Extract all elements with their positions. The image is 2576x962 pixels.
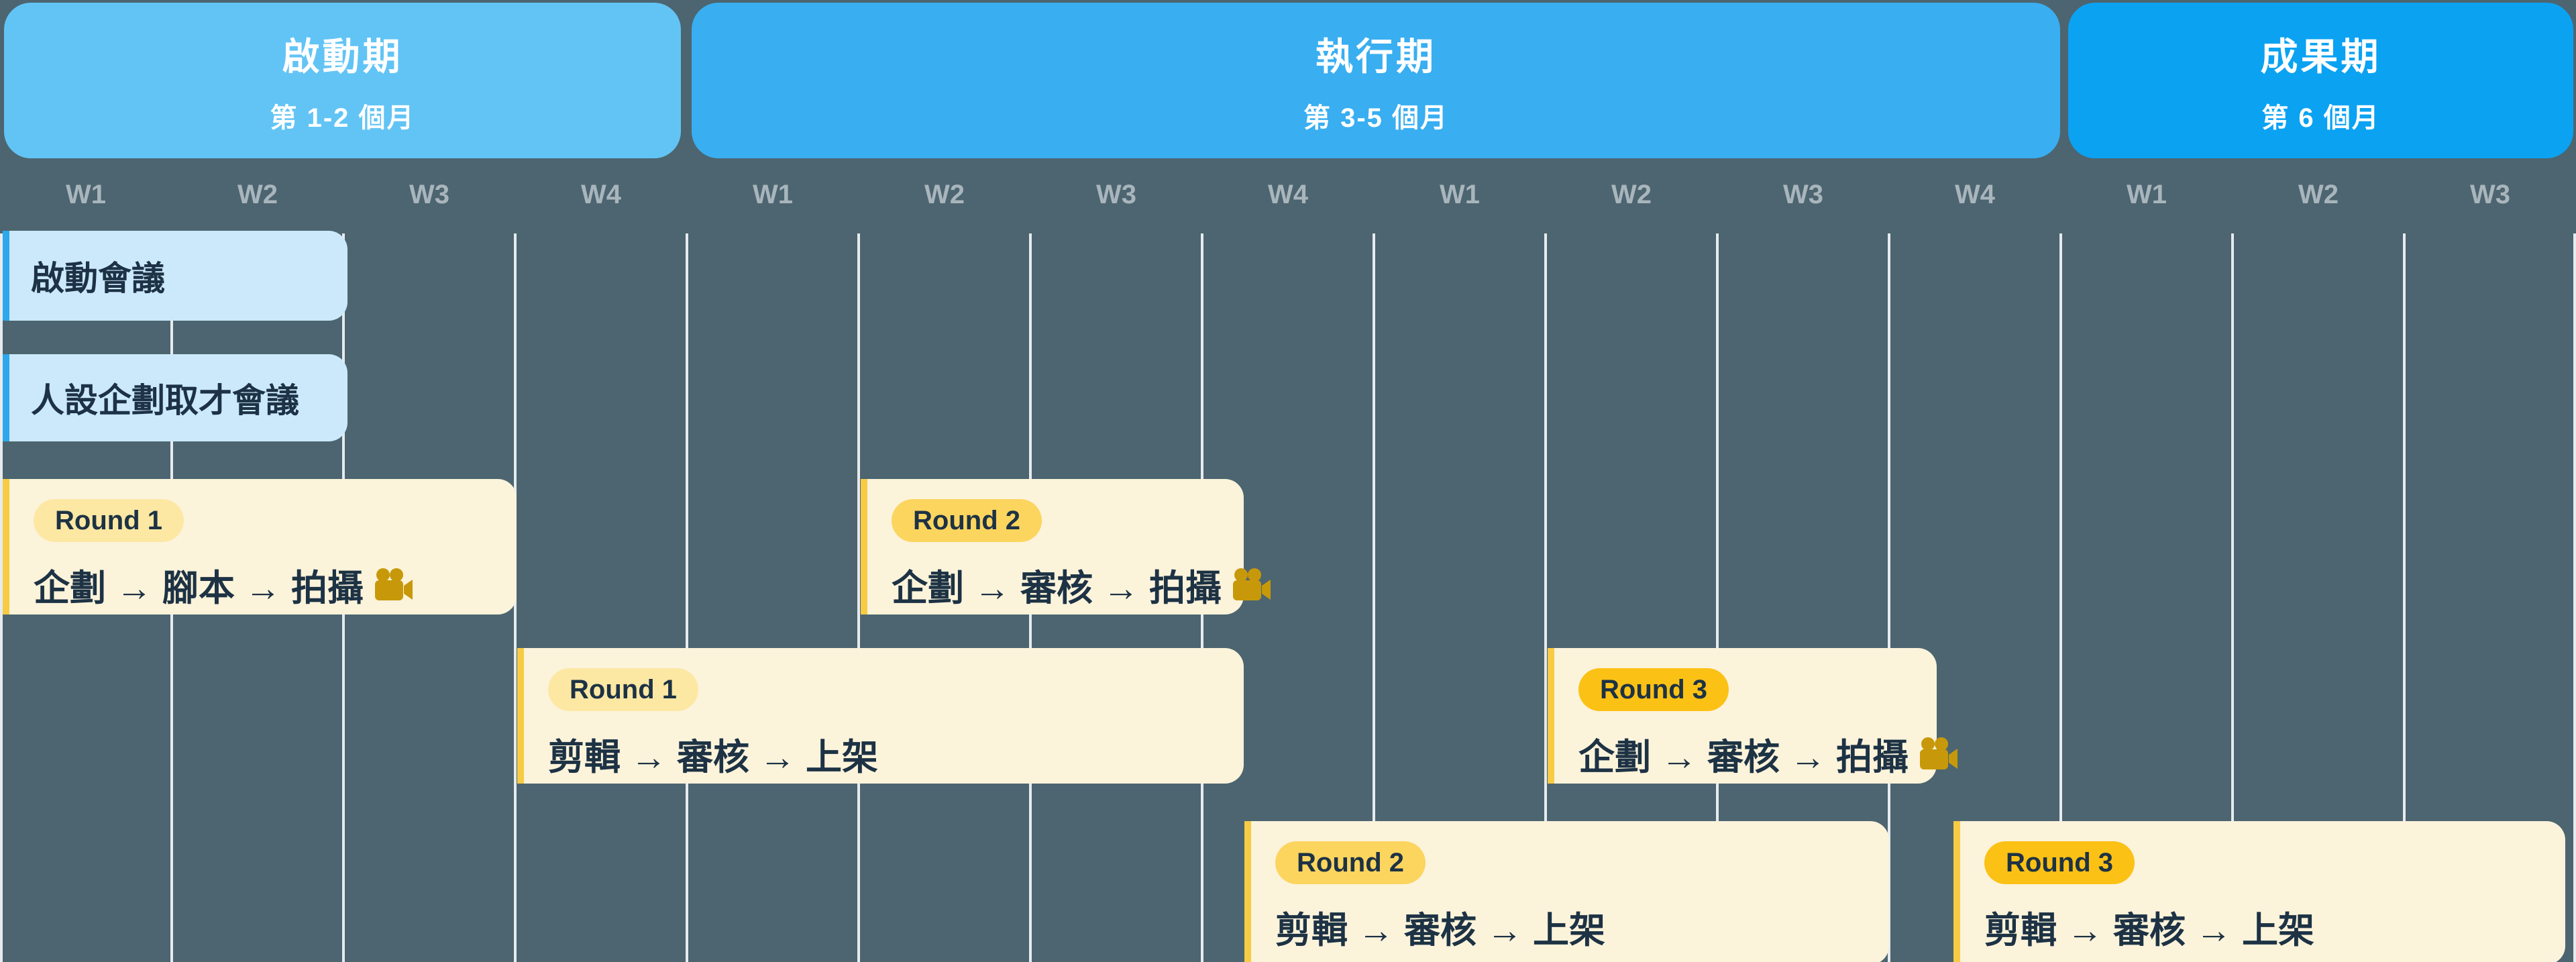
week-label: W1	[66, 180, 106, 209]
round-badge: Round 3	[1984, 841, 2135, 884]
gridline	[2231, 233, 2234, 962]
phase-header-2: 執行期第 3-5 個月	[692, 3, 2060, 158]
phase-header-3: 成果期第 6 個月	[2068, 3, 2573, 158]
task-bar: Round 3 企劃 → 審核 → 拍攝	[1548, 648, 1958, 784]
week-label: W4	[1268, 180, 1308, 209]
phase-title: 啟動期	[282, 35, 403, 78]
task-label: 企劃 → 審核 → 拍攝	[1578, 737, 1909, 778]
task-bar: Round 2 剪輯 → 審核 → 上架	[1244, 821, 1889, 962]
week-label: W2	[1611, 180, 1652, 209]
meeting-label: 啟動會議	[31, 260, 165, 297]
week-label: W2	[237, 180, 278, 209]
round-badge: Round 1	[34, 499, 184, 542]
movie-camera-icon	[1232, 568, 1271, 602]
gridline	[0, 233, 3, 962]
week-label: W2	[924, 180, 965, 209]
round-badge: Round 2	[892, 499, 1042, 542]
task-bar: Round 1 剪輯 → 審核 → 上架	[517, 648, 1244, 784]
task-bar: Round 1 企劃 → 腳本 → 拍攝	[3, 479, 517, 614]
phase-header-1: 啟動期第 1-2 個月	[4, 3, 681, 158]
week-label: W4	[1955, 180, 1995, 209]
task-label: 剪輯 → 審核 → 上架	[548, 737, 879, 778]
gridline	[1373, 233, 1375, 962]
movie-camera-icon	[1919, 737, 1958, 771]
task-bar: Round 2 企劃 → 審核 → 拍攝	[861, 479, 1271, 614]
week-label: W2	[2298, 180, 2339, 209]
movie-camera-icon	[374, 568, 413, 602]
week-label: W3	[2470, 180, 2510, 209]
phase-months: 第 1-2 個月	[270, 103, 415, 133]
week-label: W3	[1096, 180, 1136, 209]
week-label: W4	[581, 180, 621, 209]
week-label: W1	[2127, 180, 2167, 209]
meeting-bar: 啟動會議	[3, 231, 347, 321]
week-label: W1	[753, 180, 793, 209]
gridline	[2403, 233, 2406, 962]
task-label: 企劃 → 腳本 → 拍攝	[34, 568, 364, 608]
meeting-label: 人設企劃取才會議	[31, 382, 299, 419]
week-label: W1	[1440, 180, 1480, 209]
phase-title: 執行期	[1316, 35, 1436, 78]
meeting-bar: 人設企劃取才會議	[3, 354, 347, 441]
phase-title: 成果期	[2260, 35, 2381, 78]
gridline	[857, 233, 860, 962]
gridline	[2059, 233, 2062, 962]
phase-months: 第 6 個月	[2261, 103, 2380, 133]
gridline	[686, 233, 688, 962]
gridline	[2573, 233, 2576, 962]
task-label: 剪輯 → 審核 → 上架	[1275, 910, 1606, 951]
week-label: W3	[1783, 180, 1823, 209]
gridline	[1716, 233, 1719, 962]
gridline	[1888, 233, 1890, 962]
task-label: 剪輯 → 審核 → 上架	[1984, 910, 2315, 951]
gridline	[1544, 233, 1547, 962]
week-label: W3	[409, 180, 449, 209]
round-badge: Round 3	[1578, 668, 1729, 711]
round-badge: Round 1	[548, 668, 698, 711]
phase-months: 第 3-5 個月	[1303, 103, 1449, 133]
task-label: 企劃 → 審核 → 拍攝	[892, 568, 1222, 608]
task-bar: Round 3 剪輯 → 審核 → 上架	[1953, 821, 2565, 962]
round-badge: Round 2	[1275, 841, 1426, 884]
